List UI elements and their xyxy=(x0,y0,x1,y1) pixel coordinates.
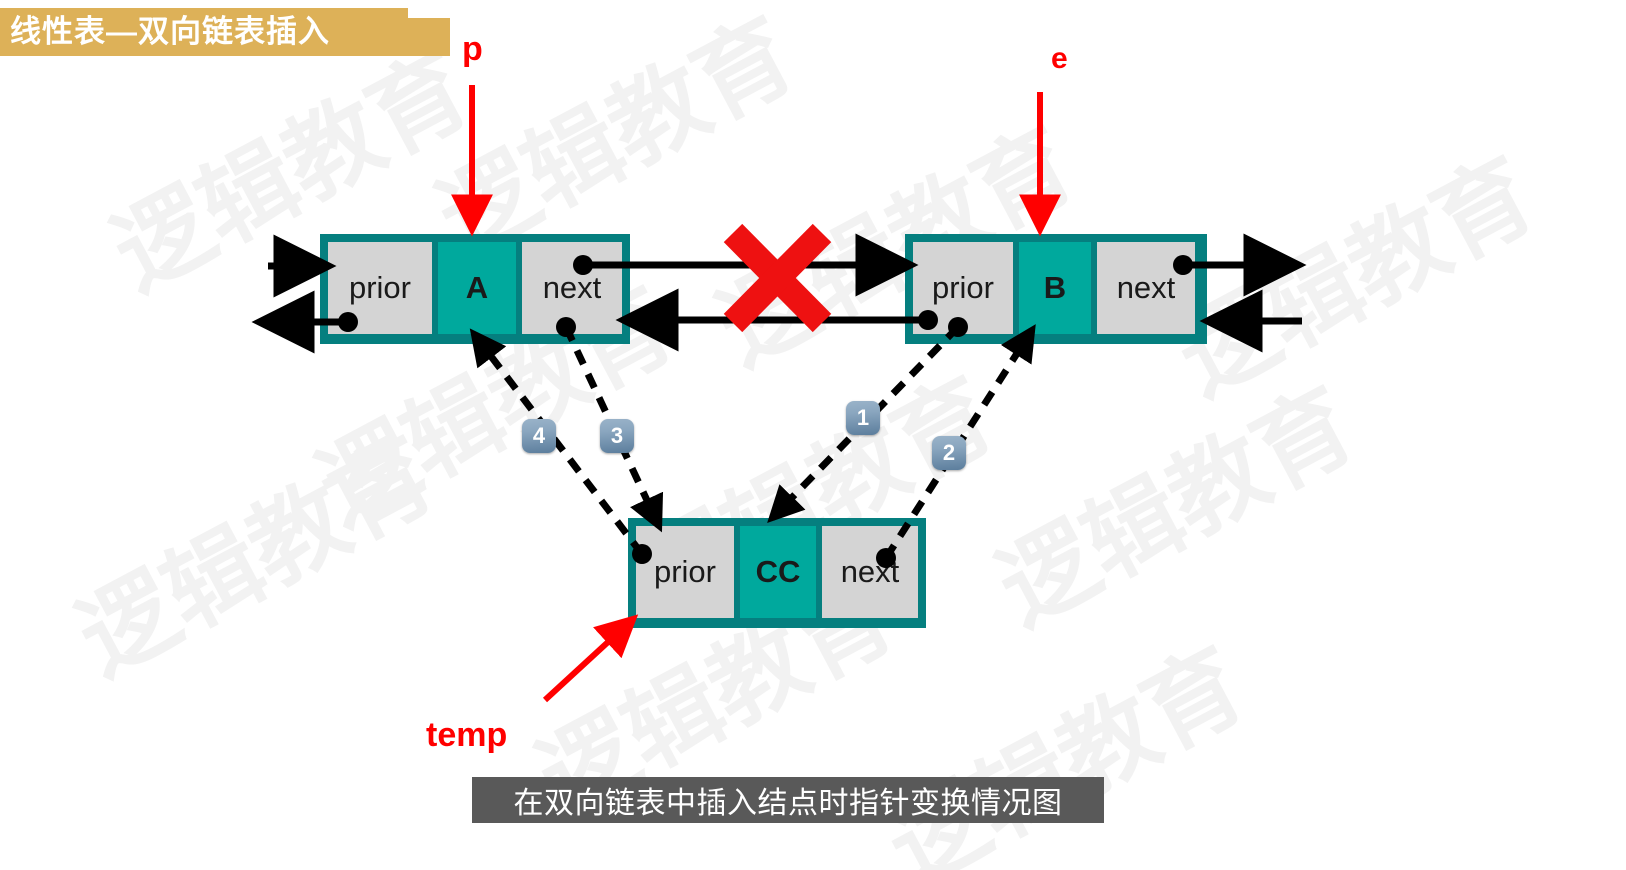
watermark-text: 逻辑教育 xyxy=(61,420,451,695)
node-a-next-cell: next xyxy=(522,242,622,334)
step-badge-3: 3 xyxy=(600,419,634,453)
caption-bar: 在双向链表中插入结点时指针变换情况图 xyxy=(472,777,1104,823)
node-temp-next-cell: next xyxy=(822,526,918,618)
pointer-label-e: e xyxy=(1051,42,1068,75)
node-b-prior-cell: prior xyxy=(913,242,1013,334)
node-a-data-cell: A xyxy=(438,242,516,334)
step-badge-4: 4 xyxy=(522,419,556,453)
pointer-label-p: p xyxy=(462,30,483,68)
node-b[interactable]: prior B next xyxy=(905,234,1207,344)
broken-link-x-icon xyxy=(723,223,832,333)
title-banner-tab xyxy=(408,18,450,56)
step-badge-1: 1 xyxy=(846,401,880,435)
node-a-prior-cell: prior xyxy=(328,242,432,334)
page-title: 线性表—双向链表插入 xyxy=(10,14,330,49)
title-banner: 线性表—双向链表插入 xyxy=(0,8,450,56)
caption-text: 在双向链表中插入结点时指针变换情况图 xyxy=(513,787,1063,820)
node-temp-prior-cell: prior xyxy=(636,526,734,618)
node-b-next-cell: next xyxy=(1097,242,1195,334)
watermark-text: 逻辑教育 xyxy=(981,370,1371,645)
watermark-text: 逻辑教育 xyxy=(1161,140,1551,415)
pointer-label-temp: temp xyxy=(426,716,508,754)
node-a[interactable]: prior A next xyxy=(320,234,630,344)
step-badge-2: 2 xyxy=(932,436,966,470)
node-b-data-cell: B xyxy=(1019,242,1091,334)
pointer-arrow-temp xyxy=(542,614,639,703)
watermark-text: 逻辑教育 xyxy=(871,630,1261,870)
node-temp-data-cell: CC xyxy=(740,526,816,618)
node-temp[interactable]: prior CC next xyxy=(628,518,926,628)
title-banner-body xyxy=(0,8,408,56)
